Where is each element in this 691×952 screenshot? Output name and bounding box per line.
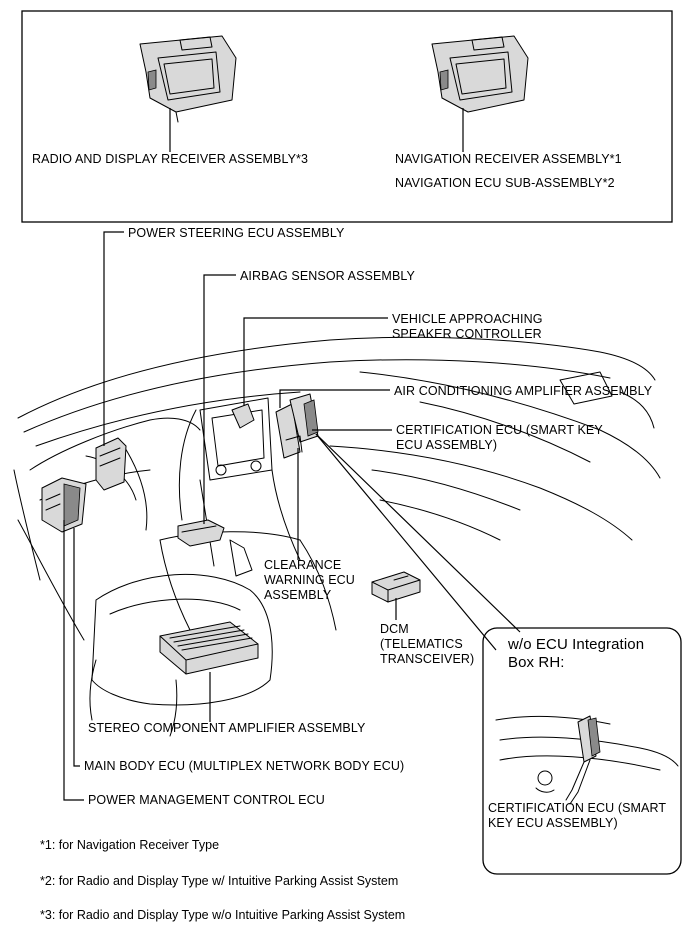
inset-title-2: Box RH: xyxy=(508,654,565,671)
inset-frame xyxy=(482,627,682,875)
label-stereo-amplifier: STEREO COMPONENT AMPLIFIER ASSEMBLY xyxy=(88,721,366,735)
footnote-2: *2: for Radio and Display Type w/ Intuit… xyxy=(40,874,399,888)
leader-power-management xyxy=(63,520,84,801)
label-main-body-ecu: MAIN BODY ECU (MULTIPLEX NETWORK BODY EC… xyxy=(84,759,405,773)
main-body-ecu-drawing xyxy=(41,477,87,533)
label-certification-ecu-1: CERTIFICATION ECU (SMART KEY xyxy=(396,423,603,437)
stereo-amplifier-drawing xyxy=(159,621,259,675)
inset-drawing xyxy=(495,715,679,805)
label-power-steering-ecu: POWER STEERING ECU ASSEMBLY xyxy=(128,226,345,240)
inset-label-certification-1: CERTIFICATION ECU (SMART xyxy=(488,801,667,815)
leader-main-body xyxy=(73,528,80,767)
label-power-management-ecu: POWER MANAGEMENT CONTROL ECU xyxy=(88,793,325,807)
radio-display-receiver-drawing xyxy=(139,35,237,123)
inset-label-certification-2: KEY ECU ASSEMBLY) xyxy=(488,816,618,830)
dcm-drawing xyxy=(371,571,421,603)
label-clearance-warning-3: ASSEMBLY xyxy=(264,588,332,602)
label-vehicle-approaching-1: VEHICLE APPROACHING xyxy=(392,312,543,326)
label-radio-display-receiver: RADIO AND DISPLAY RECEIVER ASSEMBLY*3 xyxy=(32,152,309,166)
inset-pointer-2 xyxy=(315,433,497,651)
leader-air-conditioning xyxy=(279,389,390,408)
inset-pointer-1 xyxy=(315,433,521,633)
top-box-frame xyxy=(21,10,673,223)
power-steering-ecu-drawing xyxy=(95,437,127,491)
vehicle-approaching-controller-drawing xyxy=(231,403,255,429)
label-navigation-ecu: NAVIGATION ECU SUB-ASSEMBLY*2 xyxy=(395,176,615,190)
label-dcm-3: TRANSCEIVER) xyxy=(380,652,475,666)
leader-power-steering xyxy=(103,231,124,446)
label-airbag-sensor: AIRBAG SENSOR ASSEMBLY xyxy=(240,269,415,283)
label-clearance-warning-2: WARNING ECU xyxy=(264,573,355,587)
dashboard-drawing xyxy=(13,336,661,737)
leader-vehicle-approaching xyxy=(243,317,388,406)
inset-title-1: w/o ECU Integration xyxy=(508,636,645,653)
label-clearance-warning-1: CLEARANCE xyxy=(264,558,342,572)
label-dcm-1: DCM xyxy=(380,622,409,636)
label-navigation-receiver: NAVIGATION RECEIVER ASSEMBLY*1 xyxy=(395,152,622,166)
label-dcm-2: (TELEMATICS xyxy=(380,637,463,651)
airbag-sensor-drawing xyxy=(177,519,225,547)
ac-amplifier-drawing xyxy=(275,393,319,459)
footnote-1: *1: for Navigation Receiver Type xyxy=(40,838,220,852)
label-air-conditioning-amplifier: AIR CONDITIONING AMPLIFIER ASSEMBLY xyxy=(394,384,653,398)
label-certification-ecu-2: ECU ASSEMBLY) xyxy=(396,438,498,452)
footnote-3: *3: for Radio and Display Type w/o Intui… xyxy=(40,908,406,922)
navigation-receiver-drawing xyxy=(431,35,529,113)
leader-airbag xyxy=(203,274,236,524)
label-vehicle-approaching-2: SPEAKER CONTROLLER xyxy=(392,327,542,341)
